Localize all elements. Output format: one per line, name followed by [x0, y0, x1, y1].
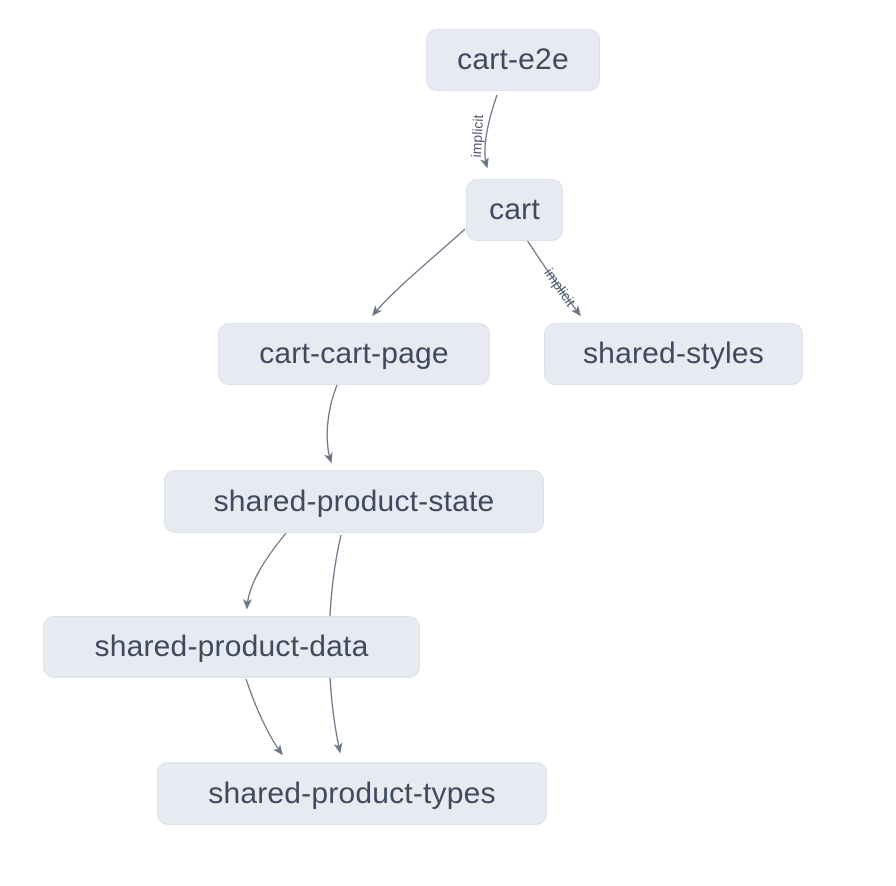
edge-cart-to-shared-styles: implicit — [526, 239, 581, 317]
node-shared-product-data[interactable]: shared-product-data — [43, 616, 420, 678]
edge-cart-to-cart-cart-page — [372, 228, 466, 317]
edge-line[interactable] — [323, 384, 338, 464]
edge-label-implicit: implicit — [541, 265, 579, 309]
node-cart-e2e[interactable]: cart-e2e — [426, 29, 600, 91]
edge-line[interactable] — [372, 228, 466, 317]
edge-line[interactable] — [242, 532, 287, 610]
edge-shared-product-data-to-shared-product-types — [245, 678, 283, 756]
node-shared-product-types[interactable]: shared-product-types — [157, 762, 547, 825]
node-cart[interactable]: cart — [466, 179, 563, 241]
edge-label-implicit: implicit — [468, 114, 486, 158]
node-shared-product-state[interactable]: shared-product-state — [164, 470, 544, 533]
node-cart-cart-page[interactable]: cart-cart-page — [218, 323, 490, 385]
edge-shared-product-state-to-shared-product-data — [242, 532, 287, 610]
node-shared-styles[interactable]: shared-styles — [544, 323, 803, 385]
edge-cart-cart-page-to-shared-product-state — [323, 384, 338, 464]
edge-line[interactable] — [245, 678, 283, 756]
edge-line[interactable] — [526, 239, 581, 317]
edge-line[interactable] — [480, 94, 498, 169]
edge-cart-e2e-to-cart: implicit — [468, 94, 498, 169]
